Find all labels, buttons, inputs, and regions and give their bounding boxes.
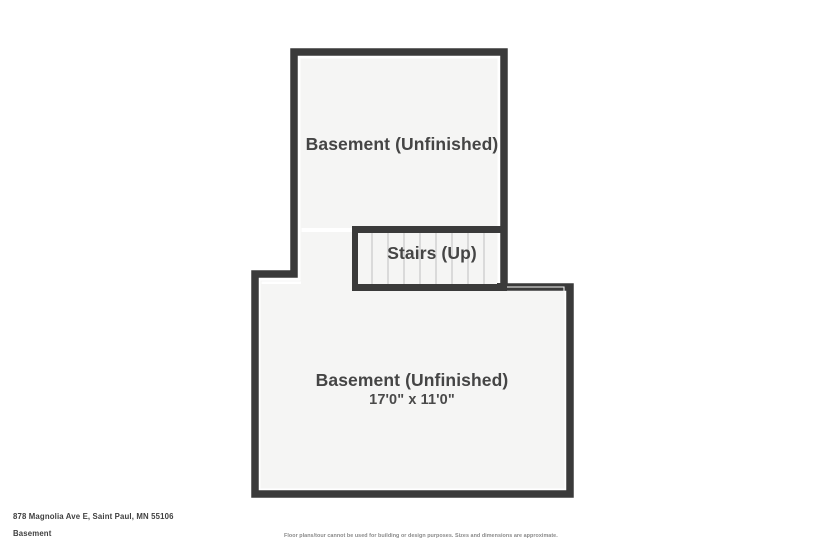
stairs-top-wall [352,226,501,233]
stairs-floor-fill [357,232,497,284]
room-name: Basement (Unfinished) [305,134,499,154]
footer-disclaimer: Floor plans/tour cannot be used for buil… [284,533,558,539]
exterior-wall-outline [251,48,574,498]
lower-basement-floor-fill [261,284,564,488]
room-label-lower-basement: Basement (Unfinished) 17'0" x 11'0" [222,370,602,409]
stairs-tread-lines [371,233,485,284]
room-dimensions: 17'0" x 11'0" [369,391,455,408]
exterior-wall-inner-edge [260,58,565,489]
stairs-left-wall [352,226,358,291]
floor-name: Basement [13,529,52,539]
room-label-stairs: Stairs (Up) [292,243,572,264]
room-name: Basement (Unfinished) [315,370,509,390]
stairs-bottom-wall [352,284,501,291]
room-name: Stairs (Up) [387,243,477,263]
room-label-upper-basement: Basement (Unfinished) [212,134,592,155]
footer-address-block: 878 Magnolia Ave E, Saint Paul, MN 55106… [13,512,273,539]
property-address: 878 Magnolia Ave E, Saint Paul, MN 55106 [13,512,174,521]
upper-room-right-wall-stub [497,283,507,291]
upper-basement-floor-fill [301,59,497,228]
lower-basement-floor-fill-extension [301,232,357,287]
